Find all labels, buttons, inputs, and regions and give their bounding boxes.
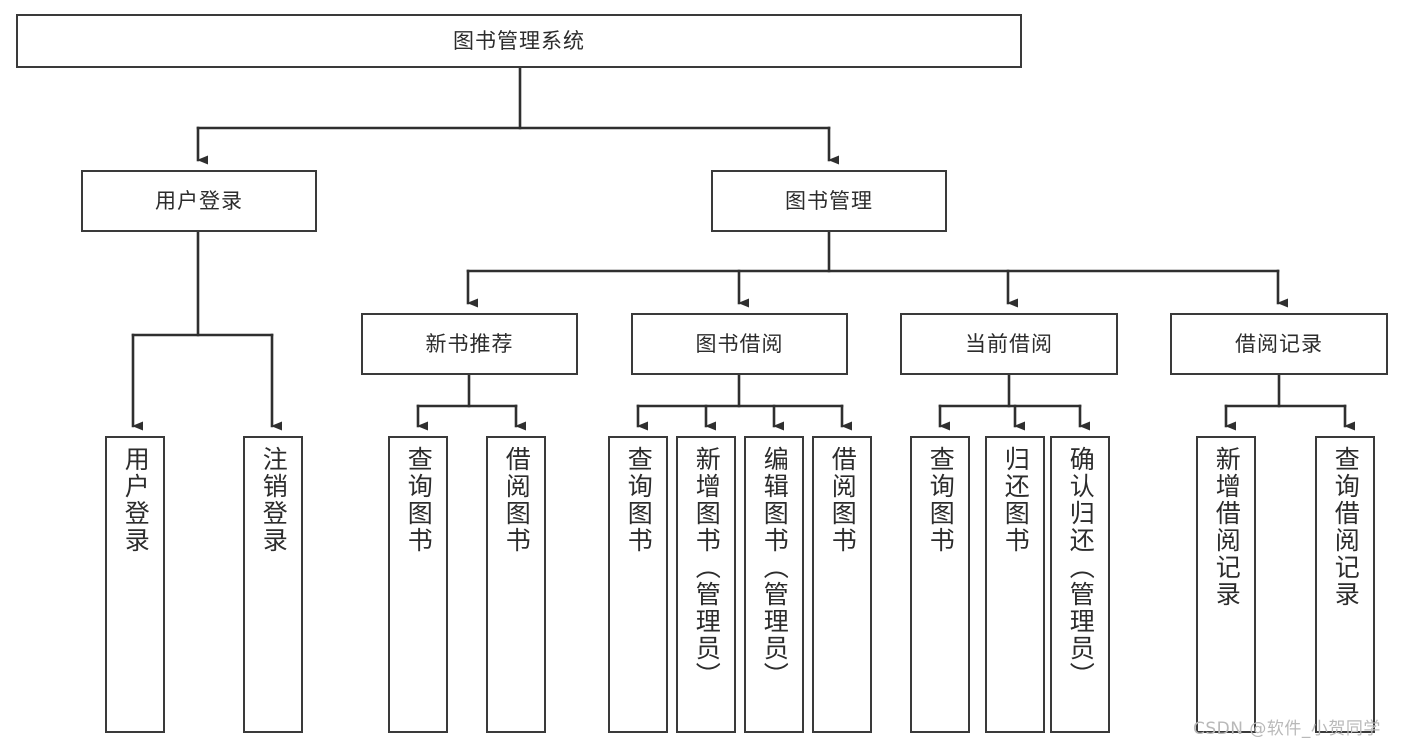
leaf-add-borrow-record[interactable]: 新增借阅记录 (1196, 436, 1256, 733)
leaf-query-book-recommend-label: 查询图书 (404, 446, 434, 554)
leaf-query-book-recommend[interactable]: 查询图书 (388, 436, 448, 733)
node-user-login-label: 用户登录 (155, 188, 243, 213)
leaf-edit-book-admin[interactable]: 编辑图书（管理员） (744, 436, 804, 733)
node-current-borrow-label: 当前借阅 (965, 331, 1053, 356)
leaf-return-book[interactable]: 归还图书 (985, 436, 1045, 733)
leaf-logout-login-label: 注销登录 (259, 446, 289, 554)
node-book-management[interactable]: 图书管理 (711, 170, 947, 232)
leaf-add-borrow-record-label: 新增借阅记录 (1212, 446, 1242, 608)
leaf-query-book-current[interactable]: 查询图书 (910, 436, 970, 733)
leaf-query-book-label: 查询图书 (624, 446, 654, 554)
leaf-edit-book-admin-label: 编辑图书（管理员） (760, 446, 790, 689)
node-root-label: 图书管理系统 (453, 28, 585, 53)
node-root[interactable]: 图书管理系统 (16, 14, 1022, 68)
leaf-logout-login[interactable]: 注销登录 (243, 436, 303, 733)
leaf-query-borrow-record-label: 查询借阅记录 (1331, 446, 1361, 608)
leaf-user-login-label: 用户登录 (121, 446, 151, 554)
node-borrow-record[interactable]: 借阅记录 (1170, 313, 1388, 375)
leaf-query-book[interactable]: 查询图书 (608, 436, 668, 733)
leaf-borrow-book-recommend[interactable]: 借阅图书 (486, 436, 546, 733)
leaf-query-book-current-label: 查询图书 (926, 446, 956, 554)
node-new-book-recommend-label: 新书推荐 (425, 331, 514, 356)
node-book-borrow-label: 图书借阅 (695, 331, 784, 356)
leaf-confirm-return-admin[interactable]: 确认归还（管理员） (1050, 436, 1110, 733)
leaf-borrow-book[interactable]: 借阅图书 (812, 436, 872, 733)
leaf-add-book-admin[interactable]: 新增图书（管理员） (676, 436, 736, 733)
leaf-query-borrow-record[interactable]: 查询借阅记录 (1315, 436, 1375, 733)
leaf-borrow-book-label: 借阅图书 (828, 446, 858, 554)
leaf-confirm-return-admin-label: 确认归还（管理员） (1066, 446, 1096, 689)
node-new-book-recommend[interactable]: 新书推荐 (361, 313, 578, 375)
node-user-login[interactable]: 用户登录 (81, 170, 317, 232)
node-current-borrow[interactable]: 当前借阅 (900, 313, 1118, 375)
leaf-user-login[interactable]: 用户登录 (105, 436, 165, 733)
leaf-borrow-book-recommend-label: 借阅图书 (502, 446, 532, 554)
node-book-management-label: 图书管理 (785, 188, 873, 213)
node-borrow-record-label: 借阅记录 (1235, 331, 1323, 356)
leaf-return-book-label: 归还图书 (1001, 446, 1031, 554)
leaf-add-book-admin-label: 新增图书（管理员） (692, 446, 722, 689)
node-book-borrow[interactable]: 图书借阅 (631, 313, 848, 375)
